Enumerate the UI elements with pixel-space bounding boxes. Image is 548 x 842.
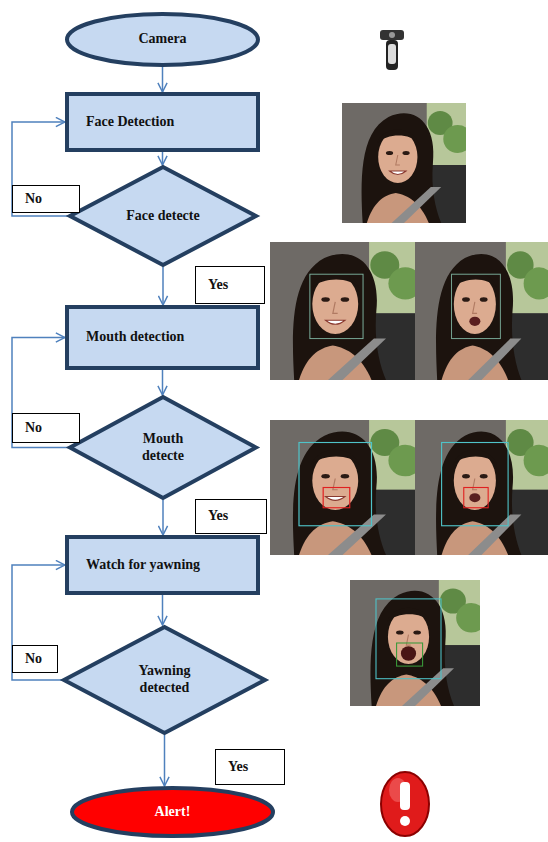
flow-arrow (162, 500, 164, 535)
decision-diamond: Mouth detecte (68, 395, 258, 500)
mouth-detected-photo (326, 497, 345, 501)
driver-photo (342, 103, 472, 223)
mouth-detected-photo (464, 488, 488, 508)
diamond-outline (70, 397, 256, 498)
node-text: Mouth detecte (123, 431, 203, 465)
node-text: Yawning detected (125, 663, 205, 697)
driver-photo (342, 103, 472, 223)
edge-label: No (25, 651, 42, 668)
face-detected-photo (326, 320, 345, 324)
terminal-ellipse: Alert! (70, 786, 275, 838)
mouth-detected-photo (299, 443, 372, 526)
face-detected-photo (310, 274, 363, 338)
yawn-detected-photo (397, 643, 423, 666)
process-box: Face Detection (65, 92, 260, 152)
camera-icon (380, 30, 404, 70)
edge-label-box: Yes (195, 499, 267, 534)
node-text: Mouth detection (86, 329, 184, 346)
edge-label-box: Yes (215, 749, 285, 785)
node-text: Face Detection (86, 114, 174, 131)
edge-label: No (25, 420, 42, 437)
edge-label-box: Yes (195, 266, 265, 304)
flow-arrow (12, 565, 65, 680)
camera-icon (388, 44, 396, 64)
alert-icon (381, 772, 429, 836)
node-text: Face detecte (126, 208, 199, 225)
mouth-detected-photo (323, 488, 350, 508)
alert-icon (400, 816, 410, 826)
node-text: Watch for yawning (86, 557, 200, 574)
flow-arrow (164, 735, 166, 786)
mouth-detected-photo (415, 420, 548, 555)
edge-label-box: No (12, 645, 58, 673)
mouth-detected-photo (415, 420, 548, 555)
process-box: Watch for yawning (65, 535, 260, 595)
ellipse-outline (72, 788, 273, 836)
face-detected-photo (415, 242, 548, 380)
node-text: Camera (138, 31, 186, 48)
camera-icon (389, 32, 395, 38)
diamond-outline (70, 167, 256, 265)
terminal-ellipse: Camera (65, 12, 260, 67)
flow-arrow (162, 67, 164, 92)
edge-label-box: No (12, 413, 80, 443)
face-detected-photo (469, 317, 480, 326)
ellipse-outline (67, 14, 258, 65)
process-box: Mouth detection (65, 305, 260, 370)
diamond-outline (64, 627, 265, 733)
camera-icon (386, 40, 398, 70)
yawn-detected-photo (376, 599, 441, 679)
flow-arrow (162, 370, 164, 395)
decision-diamond: Yawning detected (62, 625, 267, 735)
driver-photo (390, 171, 407, 175)
face-detected-photo (415, 242, 548, 380)
camera-icon (380, 30, 404, 40)
yawn-detected-photo (401, 646, 416, 661)
mouth-detected-photo (270, 420, 422, 555)
decision-diamond: Face detecte (68, 165, 258, 267)
flow-arrow (162, 267, 164, 305)
mouth-detected-photo (442, 443, 509, 526)
yawn-detected-photo (350, 580, 487, 706)
face-detected-photo (452, 274, 501, 338)
mouth-detected-photo (270, 420, 422, 555)
face-detected-photo (270, 242, 422, 380)
edge-label-box: No (12, 185, 80, 213)
edge-label: Yes (208, 277, 228, 294)
alert-icon (381, 772, 429, 836)
edge-label: No (25, 191, 42, 208)
flow-arrow (162, 152, 164, 165)
alert-icon (400, 782, 410, 810)
mouth-detected-photo (469, 493, 480, 502)
yawn-detected-photo (350, 580, 487, 706)
face-detected-photo (270, 242, 422, 380)
edge-label: Yes (208, 508, 228, 525)
flow-arrow (162, 595, 164, 625)
edge-label: Yes (228, 759, 248, 776)
node-text: Alert! (155, 804, 191, 821)
